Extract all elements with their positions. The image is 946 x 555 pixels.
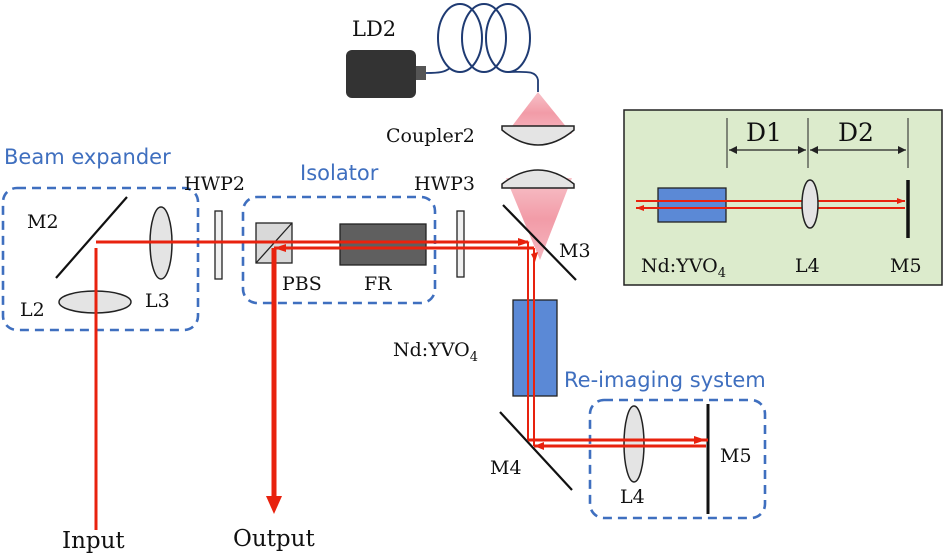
beam-expander-box [1, 186, 200, 332]
coupler2-lens-top [501, 125, 575, 146]
l4-label: L4 [620, 486, 645, 508]
fiber-loop-3 [485, 3, 531, 73]
mirror-m3 [502, 204, 577, 281]
isolator-label: Isolator [300, 161, 379, 185]
mirror-m2 [55, 196, 128, 279]
pump-beam-converging [506, 178, 572, 260]
inset-panel: D1 D2 Nd:YVO4 L4 M5 [623, 109, 943, 286]
inset-d1-arrowheads [729, 146, 806, 154]
output-label: Output [233, 526, 315, 552]
l2-label: L2 [20, 299, 45, 321]
hwp3-label: HWP3 [414, 173, 475, 195]
inset-d2-label: D2 [838, 118, 874, 147]
fiber-lead [425, 67, 451, 74]
inset-l4-label: L4 [795, 255, 820, 277]
inset-crystal-label: Nd:YVO4 [641, 255, 726, 281]
pump-source: LD2 [346, 3, 539, 98]
hwp2-label: HWP2 [184, 173, 245, 195]
isolator-box [241, 195, 437, 305]
beam-up-arrowhead [531, 252, 538, 262]
inset-m5-label: M5 [890, 255, 922, 277]
coupler2-label: Coupler2 [386, 125, 475, 147]
fiber-loop-2 [461, 3, 507, 73]
m4-label: M4 [490, 457, 522, 479]
mirror-m4 [499, 411, 573, 491]
input-label: Input [62, 528, 125, 554]
lens-l4 [623, 405, 645, 483]
inset-d1-label: D1 [746, 118, 782, 147]
ld2-label: LD2 [352, 17, 396, 41]
laser-diode-ld2 [346, 50, 416, 98]
inset-lens-l4 [801, 179, 819, 229]
fr-label: FR [364, 273, 392, 295]
m2-label: M2 [27, 211, 59, 233]
reimaging-label: Re-imaging system [564, 368, 766, 392]
crystal-label: Nd:YVO4 [393, 339, 478, 365]
beam-return-m4-arrowhead [534, 442, 544, 450]
beam-m5-arrowhead [694, 436, 706, 444]
pump-beam-diverging [506, 92, 572, 134]
beam-forward-arrowhead [518, 238, 530, 246]
waveplate-after-isolator [456, 210, 465, 278]
laser-beam-paths [94, 238, 708, 530]
coupler2-lens-bottom [501, 169, 575, 189]
beam-expander-label: Beam expander [4, 145, 171, 169]
fiber-output [507, 70, 539, 92]
pbs-label: PBS [282, 273, 322, 295]
fiber-connector [416, 66, 426, 80]
beam-output-arrowhead [266, 496, 282, 514]
beam-return-arrowhead [274, 244, 286, 252]
faraday-rotator [339, 223, 427, 266]
waveplate-hwp2 [214, 210, 223, 280]
fiber-loop-1 [437, 3, 483, 73]
m3-label: M3 [559, 240, 591, 262]
inset-crystal [657, 187, 727, 223]
l3-label: L3 [145, 290, 170, 312]
reimaging-system-box [588, 398, 767, 520]
m5-label: M5 [720, 445, 752, 467]
